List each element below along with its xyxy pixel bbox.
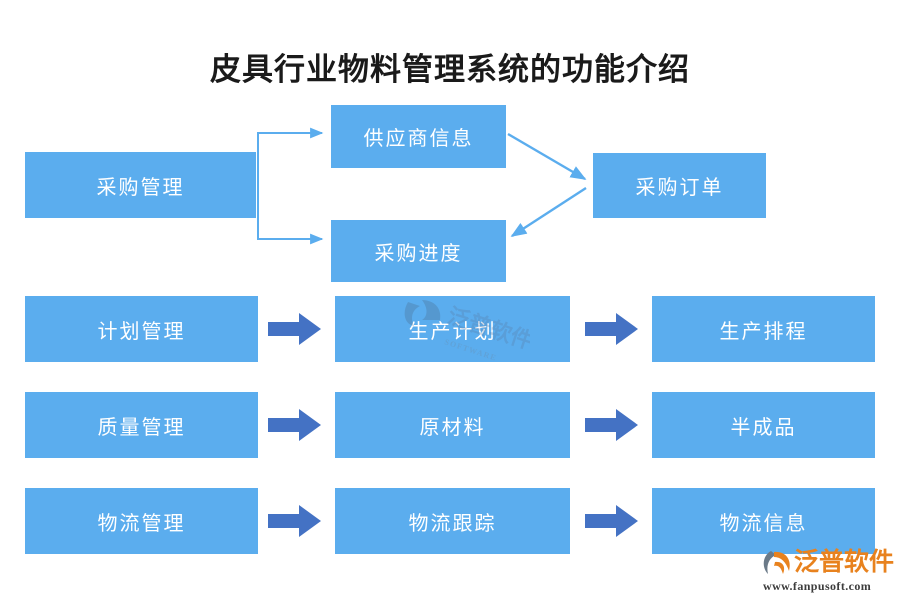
edge-supplier-info-to-purchase-order (507, 132, 587, 181)
block-arrow-right-icon (268, 505, 321, 537)
block-arrow-right-icon (585, 409, 638, 441)
node-production-schedule[interactable]: 生产排程 (652, 296, 875, 362)
brand-logo[interactable]: 泛普软件 www.fanpusoft.com (762, 548, 894, 594)
node-purchase-order[interactable]: 采购订单 (593, 153, 766, 218)
node-quality-management[interactable]: 质量管理 (25, 392, 258, 458)
edge-purchase-mgmt-to-purchase-progress (257, 185, 324, 245)
edge-purchase-mgmt-to-supplier-info (257, 127, 324, 185)
page-title: 皮具行业物料管理系统的功能介绍 (210, 52, 690, 87)
brand-logo-url: www.fanpusoft.com (763, 579, 872, 593)
block-arrow-right-icon (268, 313, 321, 345)
node-plan-management[interactable]: 计划管理 (25, 296, 258, 362)
node-raw-material[interactable]: 原材料 (335, 392, 570, 458)
node-supplier-info[interactable]: 供应商信息 (331, 105, 506, 168)
block-arrow-right-icon (585, 313, 638, 345)
block-arrow-right-icon (585, 505, 638, 537)
brand-logo-row: 泛普软件 (762, 548, 894, 578)
node-purchase-progress[interactable]: 采购进度 (331, 220, 506, 282)
node-logistics-tracking[interactable]: 物流跟踪 (335, 488, 570, 554)
block-arrow-right-icon (268, 409, 321, 441)
node-logistics-info[interactable]: 物流信息 (652, 488, 875, 554)
edge-purchase-order-to-purchase-progress (510, 186, 587, 238)
node-purchase-management[interactable]: 采购管理 (25, 152, 256, 218)
node-logistics-management[interactable]: 物流管理 (25, 488, 258, 554)
brand-logo-name: 泛普软件 (794, 549, 895, 576)
node-production-plan[interactable]: 生产计划 (335, 296, 570, 362)
fanpu-swoosh-icon (763, 551, 790, 574)
node-semi-finished-product[interactable]: 半成品 (652, 392, 875, 458)
